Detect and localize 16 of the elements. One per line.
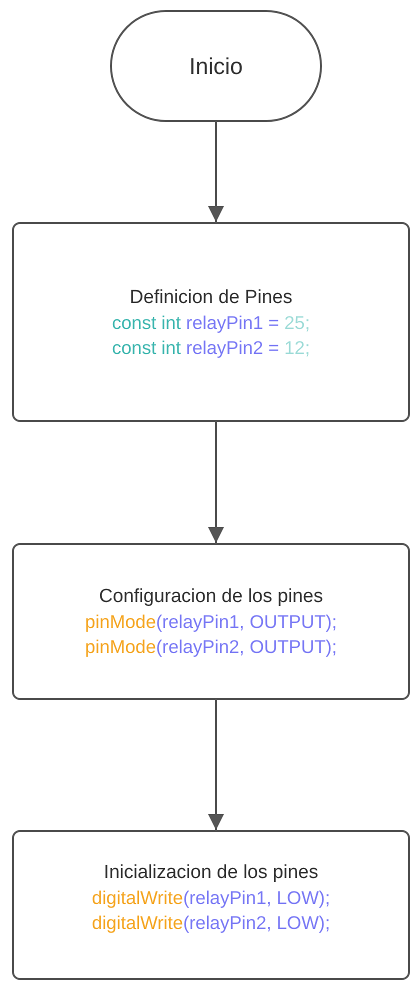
code-line: const int relayPin2 = 12;: [112, 336, 310, 360]
code-line: digitalWrite(relayPin1, LOW);: [92, 886, 330, 910]
step-title: Definicion de Pines: [130, 286, 292, 310]
step-title: Inicializacion de los pines: [104, 861, 318, 885]
code-line: pinMode(relayPin2, OUTPUT);: [85, 635, 337, 659]
process-box: [12, 222, 410, 422]
process-box: [12, 543, 410, 700]
code-line: pinMode(relayPin1, OUTPUT);: [85, 610, 337, 634]
terminal-label: Inicio: [189, 54, 243, 78]
arrow: [208, 700, 224, 830]
arrow: [208, 422, 224, 543]
code-line: const int relayPin1 = 25;: [112, 310, 310, 334]
arrow: [208, 122, 224, 222]
code-line: digitalWrite(relayPin2, LOW);: [92, 911, 330, 935]
step-title: Configuracion de los pines: [99, 585, 323, 609]
process-box: [12, 830, 410, 980]
